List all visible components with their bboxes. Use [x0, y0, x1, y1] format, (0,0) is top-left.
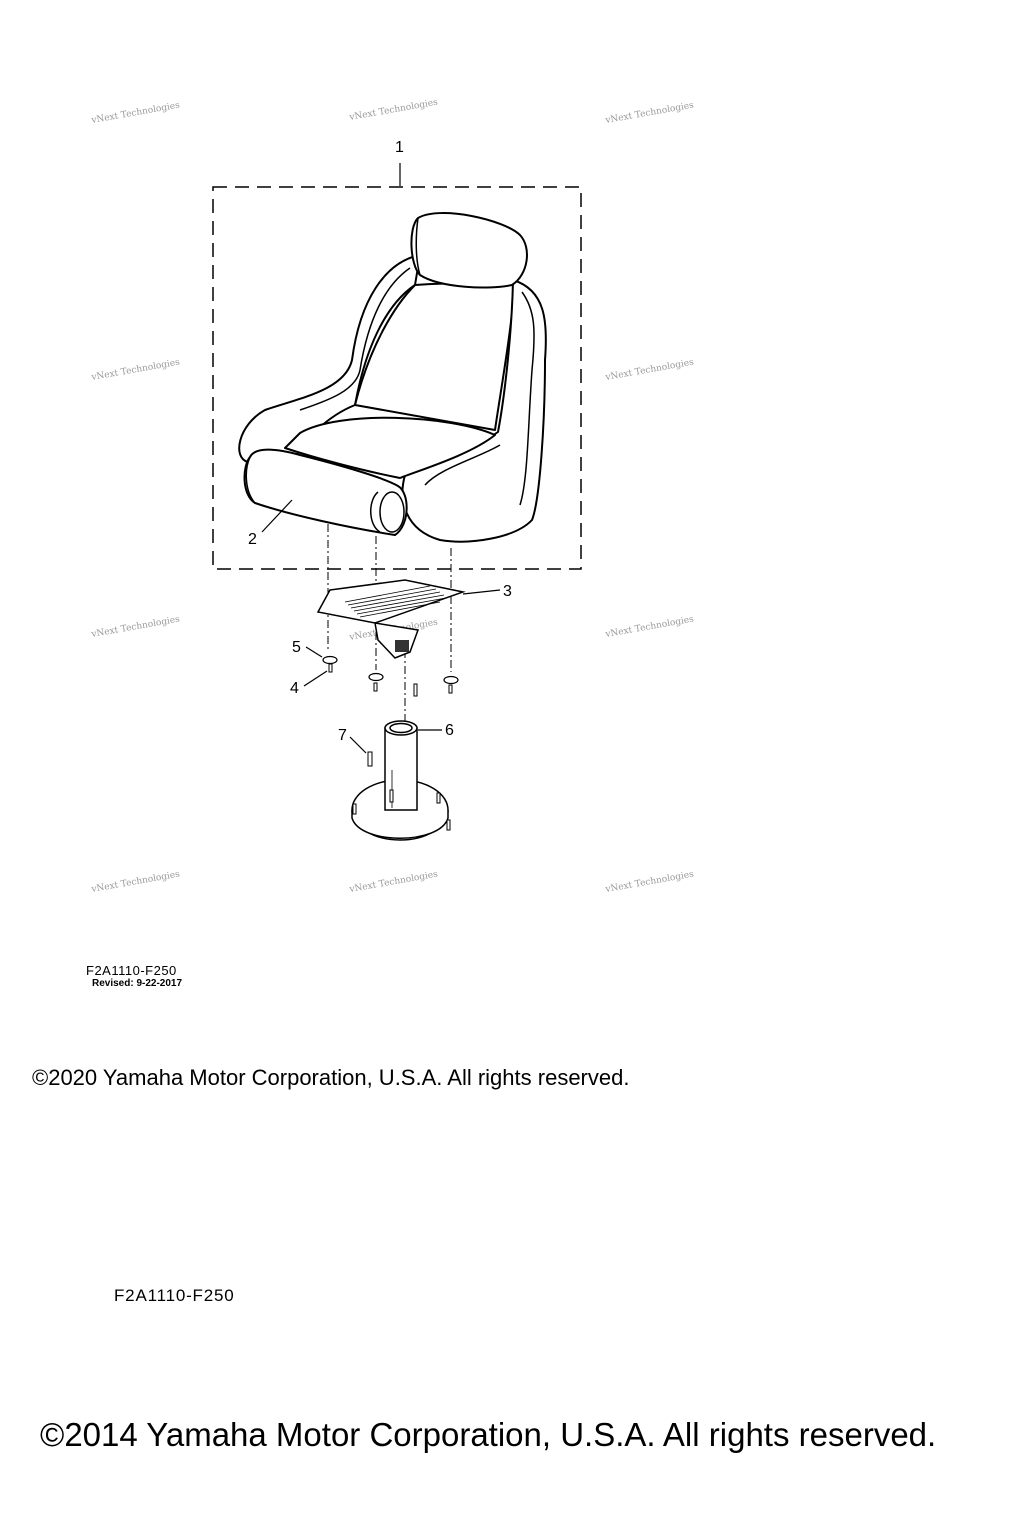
revised-date: Revised: 9-22-2017	[92, 978, 183, 989]
leader-line-4	[303, 670, 328, 687]
pedestal-screws	[352, 751, 451, 831]
leader-line-7	[349, 736, 367, 754]
watermark: vNext Technologies	[90, 358, 181, 384]
watermark: vNext Technologies	[348, 870, 439, 896]
callout-6: 6	[445, 722, 454, 739]
pedestal	[351, 720, 449, 841]
watermark: vNext Technologies	[604, 870, 695, 896]
washers	[322, 655, 459, 685]
leader-line-3	[462, 589, 501, 595]
copyright-2020: ©2020 Yamaha Motor Corporation, U.S.A. A…	[32, 1065, 630, 1090]
callout-5: 5	[292, 639, 301, 656]
watermark: vNext Technologies	[604, 101, 695, 127]
swivel-plate	[316, 579, 466, 659]
leader-line-2	[261, 499, 293, 533]
watermark: vNext Technologies	[604, 615, 695, 641]
callout-7: 7	[338, 727, 347, 744]
figure-reference-code-2: F2A1110-F250	[114, 1286, 235, 1305]
seat	[238, 212, 547, 543]
callout-3: 3	[503, 583, 512, 600]
copyright-2014: ©2014 Yamaha Motor Corporation, U.S.A. A…	[40, 1416, 937, 1453]
callout-2: 2	[248, 531, 257, 548]
assembly-frame	[212, 186, 582, 570]
figure-reference-code: F2A1110-F250	[86, 963, 177, 978]
screws	[328, 663, 453, 697]
watermark: vNext Technologies	[348, 98, 439, 124]
callout-1: 1	[395, 139, 404, 156]
watermark: vNext Technologies	[90, 101, 181, 127]
callout-4: 4	[290, 680, 299, 697]
watermark: vNext Technologies	[90, 615, 181, 641]
leader-line-5	[305, 646, 323, 658]
watermark: vNext Technologies	[90, 870, 181, 896]
watermark: vNext Technologies	[604, 358, 695, 384]
